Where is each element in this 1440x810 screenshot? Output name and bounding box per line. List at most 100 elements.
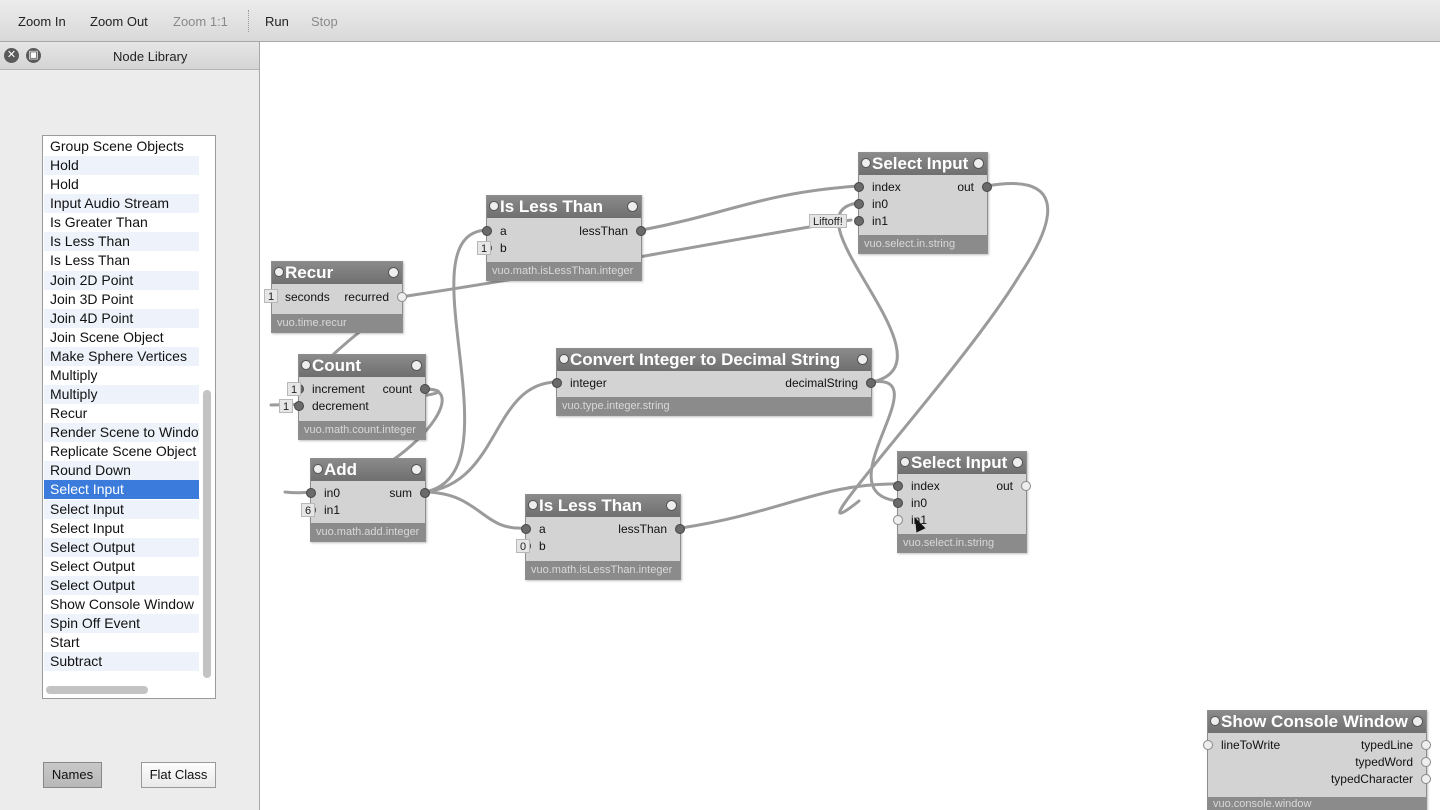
input-port[interactable]: index [854, 180, 901, 194]
output-port[interactable]: decimalString [785, 376, 876, 390]
output-port[interactable]: typedLine [1361, 738, 1431, 752]
flat-class-button[interactable]: Flat Class [141, 762, 216, 788]
input-port[interactable]: a [482, 224, 507, 238]
node-is-less-than-2[interactable]: Is Less Than a b 0 lessThan vuo.math.isL… [516, 494, 685, 580]
list-item[interactable]: Make Sphere Vertices [44, 346, 199, 366]
port-dot[interactable] [854, 216, 864, 226]
zoom-out-button[interactable]: Zoom Out [90, 14, 148, 29]
refresh-port-icon[interactable] [274, 267, 284, 277]
list-item[interactable]: Join Scene Object [50, 328, 164, 345]
node-add[interactable]: Add in0 in1 6 sum vuo.math.add.integer [301, 458, 430, 542]
port-dot[interactable] [893, 498, 903, 508]
constant-value[interactable]: 1 [264, 289, 279, 303]
list-item[interactable]: Select Output [44, 537, 199, 557]
node-title[interactable]: Is Less Than [526, 495, 680, 517]
list-item[interactable]: Render Scene to Window [44, 423, 199, 443]
input-port[interactable]: decrement [294, 399, 369, 413]
input-port[interactable]: in0 [893, 496, 927, 510]
node-title[interactable]: Select Input [898, 452, 1026, 474]
refresh-port-icon[interactable] [900, 457, 910, 467]
port-dot[interactable] [552, 378, 562, 388]
constant-value[interactable]: Liftoff! [809, 214, 847, 228]
list-item[interactable]: Is Greater Than [50, 214, 148, 231]
list-item[interactable]: Select Input [44, 499, 199, 519]
node-title[interactable]: Convert Integer to Decimal String [557, 349, 871, 371]
node-convert-integer-to-decimal-string[interactable]: Convert Integer to Decimal String intege… [552, 348, 876, 416]
names-button[interactable]: Names [43, 762, 102, 788]
constant-value[interactable]: 1 [287, 382, 302, 396]
port-dot[interactable] [1421, 774, 1431, 784]
node-select-input-2[interactable]: Select Input index in0 in1 out vuo.selec… [893, 451, 1031, 553]
list-item[interactable]: Select Input [50, 519, 124, 536]
list-item[interactable]: Input Audio Stream [44, 194, 199, 214]
done-port-icon[interactable] [857, 354, 868, 365]
output-port[interactable]: lessThan [618, 522, 685, 536]
input-port[interactable]: a [521, 522, 546, 536]
port-dot[interactable] [1203, 740, 1213, 750]
list-item[interactable]: Round Down [44, 461, 199, 481]
refresh-port-icon[interactable] [489, 201, 499, 211]
list-item[interactable]: Select Output [50, 557, 135, 574]
port-dot[interactable] [1421, 757, 1431, 767]
port-dot[interactable] [866, 378, 876, 388]
port-dot[interactable] [1021, 481, 1031, 491]
done-port-icon[interactable] [1412, 716, 1423, 727]
input-port[interactable]: in1 [854, 214, 888, 228]
output-port[interactable]: sum [389, 486, 430, 500]
input-port[interactable]: seconds [267, 290, 330, 304]
port-dot[interactable] [636, 226, 646, 236]
list-item[interactable]: Replicate Scene Object [50, 443, 197, 460]
output-port[interactable]: recurred [344, 290, 407, 304]
list-item[interactable]: Spin Off Event [44, 614, 199, 633]
port-dot[interactable] [982, 182, 992, 192]
port-dot[interactable] [397, 292, 407, 302]
horizontal-scroll-thumb[interactable] [46, 686, 148, 694]
close-icon[interactable]: ✕ [4, 48, 19, 63]
port-dot[interactable] [675, 524, 685, 534]
done-port-icon[interactable] [411, 464, 422, 475]
port-dot[interactable] [482, 226, 492, 236]
done-port-icon[interactable] [411, 360, 422, 371]
port-dot[interactable] [420, 488, 430, 498]
refresh-port-icon[interactable] [528, 500, 538, 510]
done-port-icon[interactable] [627, 201, 638, 212]
stop-button[interactable]: Stop [311, 14, 338, 29]
detach-icon[interactable]: ▣ [26, 48, 41, 63]
refresh-port-icon[interactable] [313, 464, 323, 474]
input-port[interactable]: in0 [306, 486, 340, 500]
done-port-icon[interactable] [388, 267, 399, 278]
constant-value[interactable]: 1 [279, 399, 294, 413]
refresh-port-icon[interactable] [559, 354, 569, 364]
node-title[interactable]: Add [311, 459, 425, 481]
run-button[interactable]: Run [265, 14, 289, 29]
input-port[interactable]: increment [294, 382, 365, 396]
done-port-icon[interactable] [973, 158, 984, 169]
list-item[interactable]: Join 2D Point [44, 270, 199, 290]
node-title[interactable]: Is Less Than [487, 196, 641, 218]
output-port[interactable]: typedWord [1355, 755, 1431, 769]
output-port[interactable]: out [996, 479, 1031, 493]
list-item[interactable]: Start [50, 634, 80, 651]
port-dot[interactable] [294, 401, 304, 411]
list-item[interactable]: Select Input [44, 480, 199, 500]
input-port[interactable]: integer [552, 376, 607, 390]
vertical-scroll-thumb[interactable] [203, 390, 211, 678]
node-recur[interactable]: Recur seconds 1 recurred vuo.time.recur [264, 261, 407, 333]
input-port[interactable]: lineToWrite [1203, 738, 1280, 752]
list-item[interactable]: Hold [50, 176, 79, 193]
input-port[interactable]: index [893, 479, 940, 493]
output-port[interactable]: lessThan [579, 224, 646, 238]
node-count[interactable]: Count increment 1 decrement 1 count vuo.… [279, 354, 430, 440]
output-port[interactable]: typedCharacter [1331, 772, 1431, 786]
input-port[interactable]: in0 [854, 197, 888, 211]
input-port[interactable]: in1 [893, 513, 927, 527]
done-port-icon[interactable] [1012, 457, 1023, 468]
port-dot[interactable] [893, 481, 903, 491]
refresh-port-icon[interactable] [1210, 716, 1220, 726]
list-item[interactable]: Hold [44, 156, 199, 176]
refresh-port-icon[interactable] [861, 158, 871, 168]
port-dot[interactable] [854, 182, 864, 192]
list-item[interactable]: Is Less Than [50, 252, 130, 269]
list-item[interactable]: Subtract [44, 652, 199, 672]
